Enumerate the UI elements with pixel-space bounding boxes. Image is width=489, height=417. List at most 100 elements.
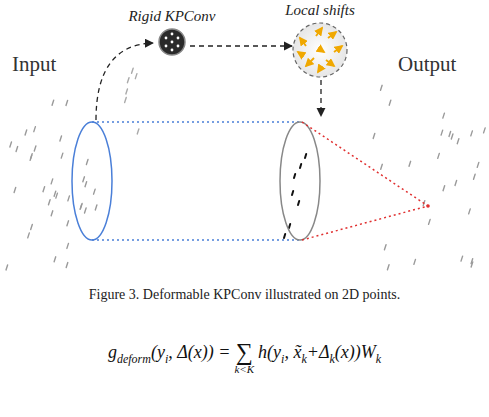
point [81, 204, 83, 209]
point [126, 89, 128, 94]
output-ellipse [280, 122, 320, 240]
input-ellipse [72, 122, 112, 240]
point [56, 193, 58, 198]
node-label: Rigid KPConv [125, 8, 219, 25]
subscript: k [329, 352, 334, 366]
cylinder-line [92, 121, 300, 123]
kernel-circle: Rigid KPConv [125, 8, 219, 57]
point [6, 265, 8, 270]
point [477, 162, 479, 167]
formula-term: (x))W [335, 342, 376, 362]
point [474, 174, 476, 179]
point [67, 243, 69, 248]
point [83, 177, 85, 182]
point [381, 164, 383, 169]
subscript: deform [117, 352, 151, 366]
formula-term: , x̃ [284, 342, 301, 362]
point [61, 153, 63, 158]
point [54, 257, 56, 262]
point [16, 147, 18, 152]
dashed-arrow [190, 45, 292, 46]
point [125, 98, 127, 103]
point [300, 164, 301, 168]
point [305, 154, 306, 158]
point [85, 208, 87, 213]
point [31, 225, 33, 230]
formula-term: g [108, 342, 117, 362]
point [54, 191, 56, 196]
point [471, 131, 473, 136]
dashed-arrow [320, 80, 321, 116]
point [429, 219, 431, 224]
point [381, 85, 383, 90]
sum-index: k<K [234, 364, 254, 375]
point [30, 155, 32, 160]
subscript: i [165, 352, 168, 366]
point [94, 189, 96, 194]
cylinder-line [92, 239, 300, 241]
point [127, 78, 129, 83]
point [34, 146, 36, 151]
point [414, 259, 416, 264]
point [43, 187, 45, 192]
point [409, 161, 411, 166]
output-point [426, 204, 430, 208]
point [284, 234, 285, 238]
formula-term: +Δ [307, 342, 330, 362]
cone-line [302, 206, 428, 240]
kernel-symbol [157, 27, 187, 57]
point [80, 204, 82, 209]
point [441, 130, 443, 135]
point [461, 256, 463, 261]
point [455, 180, 457, 185]
output-label: Output [398, 52, 456, 77]
point [85, 182, 87, 187]
point [137, 129, 139, 134]
subscript: i [281, 352, 284, 366]
sum-sign: ∑ [234, 340, 254, 364]
point [457, 139, 459, 144]
figure-caption: Figure 3. Deformable KPConv illustrated … [0, 287, 489, 303]
point [135, 74, 137, 79]
formula-term: h(y [258, 342, 281, 362]
point [132, 68, 134, 73]
point [66, 100, 68, 105]
point [438, 153, 440, 158]
input-label: Input [12, 52, 56, 77]
point [373, 133, 375, 138]
sum-group: ∑k<K [234, 340, 254, 375]
point [389, 100, 391, 105]
node-label: Local shifts [282, 2, 358, 19]
point [10, 142, 12, 147]
dashed-arrow [96, 43, 153, 120]
point [471, 262, 473, 267]
point [51, 211, 53, 216]
point [449, 131, 451, 136]
point [451, 134, 453, 139]
shift-symbol [291, 21, 349, 79]
point [34, 127, 36, 132]
point [86, 159, 88, 164]
point-cloud [6, 68, 485, 270]
subscript: k [376, 352, 381, 366]
point [25, 130, 27, 135]
point [292, 191, 293, 195]
formula: gdeform(yi, Δ(x)) =∑k<Kh(yi, x̃k+Δk(x))W… [0, 336, 489, 371]
point [67, 221, 69, 226]
point [387, 265, 389, 270]
formula-term: , Δ(x)) = [168, 342, 230, 362]
point [66, 263, 68, 268]
point [48, 200, 50, 205]
point [289, 224, 290, 228]
point [469, 209, 471, 214]
point [14, 187, 16, 192]
point [443, 186, 445, 191]
point [443, 113, 445, 118]
point [68, 196, 70, 201]
formula-term: (y [151, 342, 165, 362]
point [28, 233, 30, 238]
cone-line [302, 122, 428, 206]
point [60, 136, 62, 141]
point [294, 174, 295, 178]
point [298, 201, 299, 205]
